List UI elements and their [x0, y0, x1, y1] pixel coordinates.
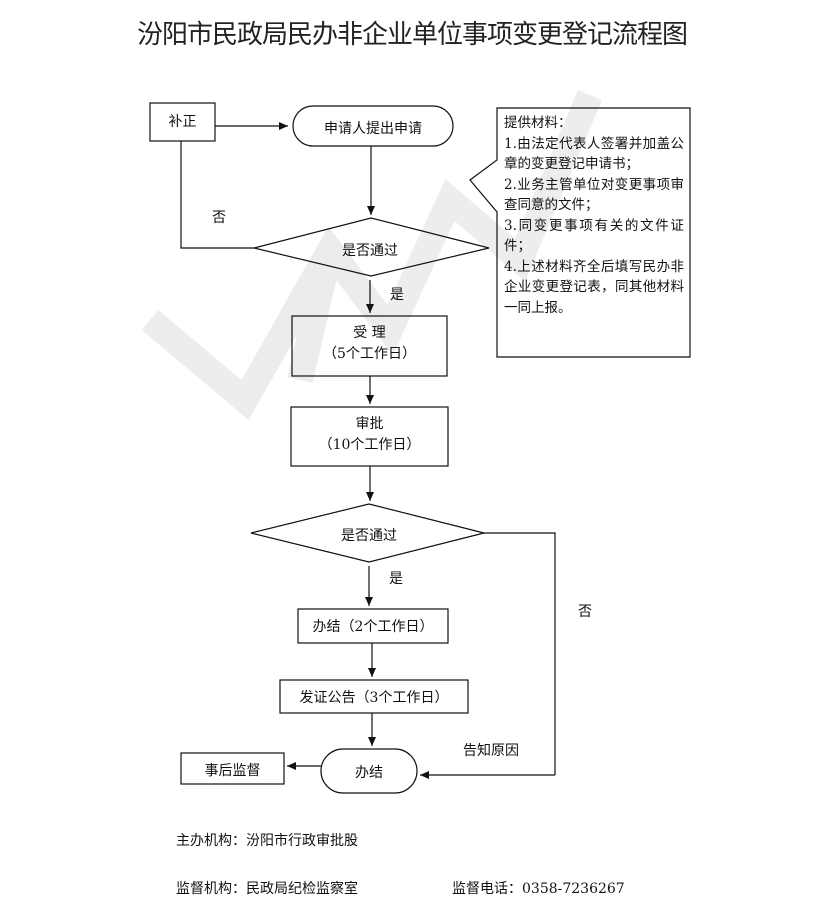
- materials-callout: [469, 107, 691, 358]
- materials-list: 提供材料： 1.由法定代表人签署并加盖公章的变更登记申请书； 2.业务主管单位对…: [504, 113, 684, 318]
- conclude-box: [297, 608, 449, 644]
- accept-title: 受 理: [353, 325, 386, 341]
- materials-item: 3.同变更事项有关的文件证件；: [504, 217, 684, 255]
- finish-terminal: [320, 748, 418, 794]
- decision1-label: 是否通过: [342, 243, 398, 259]
- edge-notify-label: 告知原因: [463, 743, 519, 759]
- footer-supervisor: 监督机构：民政局纪检监察室: [176, 881, 358, 897]
- edge-no2-label: 否: [578, 604, 592, 620]
- decision1-diamond: [253, 217, 490, 277]
- materials-item: 1.由法定代表人签署并加盖公章的变更登记申请书；: [504, 135, 684, 173]
- approve-days: （10个工作日）: [318, 437, 421, 453]
- materials-item: 4.上述材料齐全后填写民办非企业变更登记表，同其他材料一同上报。: [504, 258, 684, 316]
- materials-heading: 提供材料：: [504, 115, 572, 131]
- apply-terminal: [292, 105, 454, 147]
- buzheng-label: 补正: [168, 114, 197, 130]
- line-decision1-no-to-buzheng: [180, 141, 254, 249]
- conclude-label: 办结（2个工作日）: [312, 619, 434, 635]
- certify-label: 发证公告（3个工作日）: [299, 690, 449, 706]
- buzheng-box: [149, 102, 216, 142]
- certify-box: [279, 679, 469, 714]
- supervise-label: 事后监督: [204, 763, 261, 779]
- edge-yes1-label: 是: [390, 287, 404, 303]
- finish-label: 办结: [355, 765, 383, 781]
- supervise-box: [180, 752, 285, 785]
- materials-item: 2.业务主管单位对变更事项审查同意的文件；: [504, 176, 684, 214]
- edge-yes2-label: 是: [389, 571, 403, 587]
- approve-title: 审批: [355, 416, 384, 432]
- line-decision2-no-right: [484, 532, 556, 775]
- footer-phone: 监督电话：0358-7236267: [452, 881, 625, 897]
- watermark-logo: [141, 89, 602, 421]
- edge-no1-label: 否: [212, 210, 226, 226]
- page-title: 汾阳市民政局民办非企业单位事项变更登记流程图: [137, 20, 688, 50]
- footer-host: 主办机构：汾阳市行政审批股: [176, 833, 358, 849]
- accept-days: （5个工作日）: [323, 346, 416, 362]
- apply-label: 申请人提出申请: [324, 121, 422, 137]
- decision2-label: 是否通过: [341, 528, 397, 544]
